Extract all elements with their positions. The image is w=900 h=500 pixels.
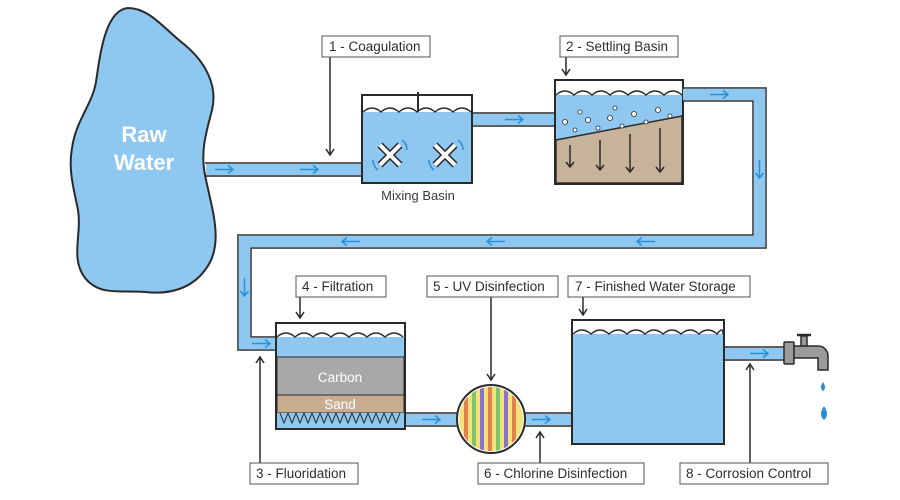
corrosion-control-label: 8 - Corrosion Control — [686, 466, 811, 481]
fluoridation-label: 3 - Fluoridation — [256, 466, 346, 481]
mixer-blade-icon — [377, 142, 458, 168]
callout-chlorine-disinfection: 6 - Chlorine Disinfection — [477, 462, 645, 485]
pipe-raw-to-mixing — [205, 162, 362, 177]
callout-leaders — [255, 55, 755, 465]
flow-arrow-icon — [215, 89, 770, 425]
pipe-settling-to-filter — [237, 87, 767, 351]
uv-disinfection-label: 5 - UV Disinfection — [433, 279, 545, 294]
water-droplet-icon — [821, 382, 827, 420]
callout-uv-disinfection: 5 - UV Disinfection — [426, 275, 559, 298]
finished-water-storage-label: 7 - Finished Water Storage — [575, 279, 736, 294]
settling-arrows — [565, 128, 665, 174]
coagulation-label: 1 - Coagulation — [329, 39, 421, 54]
raw-water-label-2: Water — [114, 150, 175, 175]
callout-finished-water-storage: 7 - Finished Water Storage — [567, 275, 751, 298]
settling-basin-label: 2 - Settling Basin — [566, 39, 668, 54]
floc-particles — [562, 105, 673, 133]
callout-corrosion-control: 8 - Corrosion Control — [679, 462, 829, 485]
raw-water-label-1: Raw — [121, 122, 167, 147]
mixing-basin-label: Mixing Basin — [381, 188, 455, 203]
callout-settling-basin: 2 - Settling Basin — [559, 35, 679, 58]
callout-coagulation: 1 - Coagulation — [321, 35, 431, 58]
callout-filtration: 4 - Filtration — [295, 275, 387, 298]
carbon-layer — [276, 356, 405, 396]
filtration-label: 4 - Filtration — [302, 279, 373, 294]
faucet-icon — [783, 333, 829, 371]
pipe-storage-to-tap — [724, 346, 786, 361]
chlorine-disinfection-label: 6 - Chlorine Disinfection — [484, 466, 627, 481]
sand-label: Sand — [324, 397, 356, 412]
carbon-label: Carbon — [318, 370, 362, 385]
uv-disinfection-unit — [456, 384, 526, 454]
pipe-mixing-to-settling — [472, 112, 556, 127]
sediment-layer — [555, 115, 683, 184]
raw-water-blob — [69, 6, 217, 294]
callout-fluoridation: 3 - Fluoridation — [249, 462, 359, 485]
